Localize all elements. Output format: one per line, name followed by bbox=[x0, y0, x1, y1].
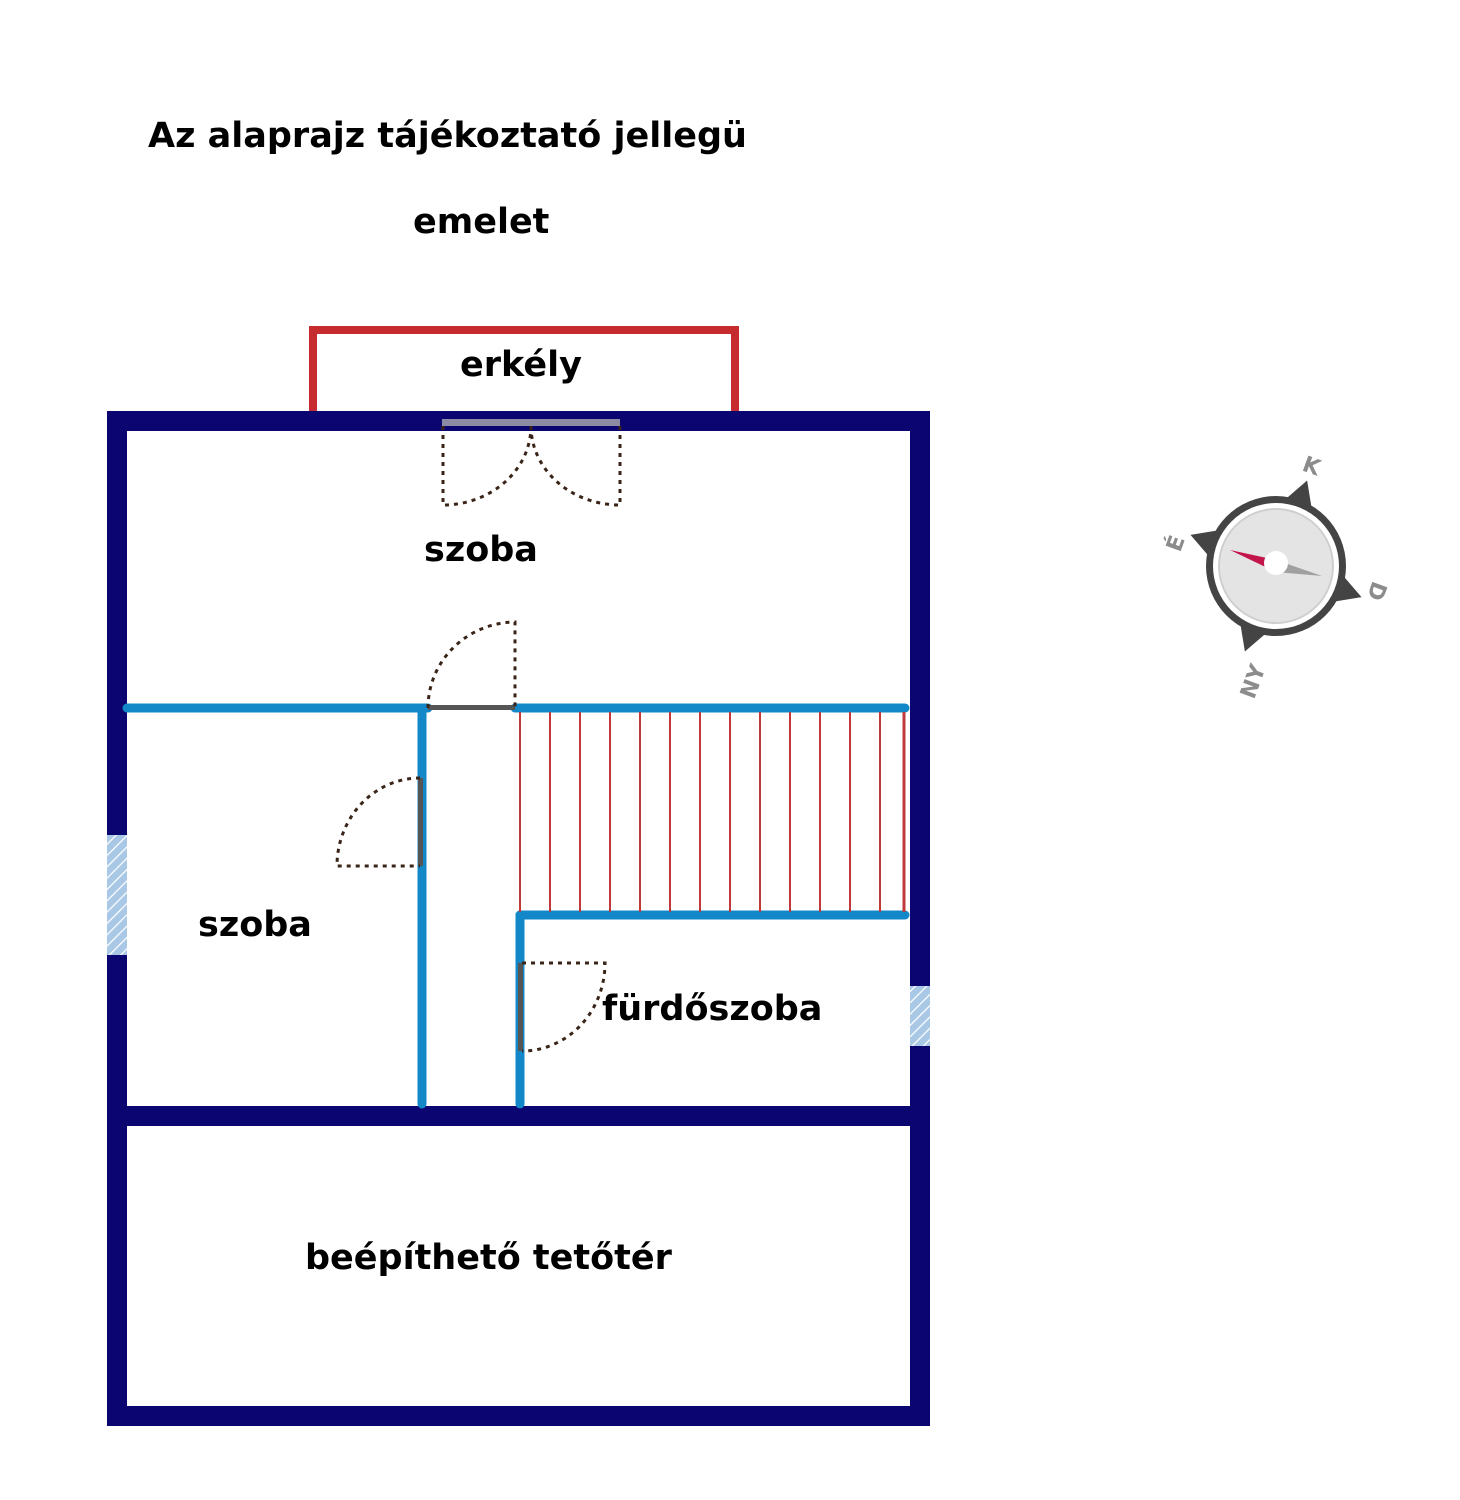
outer-wall-bottom bbox=[107, 1406, 930, 1426]
compass-pointer-k bbox=[1285, 480, 1312, 509]
room-label-bathroom: fürdőszoba bbox=[602, 989, 822, 1029]
room-label-attic: beépíthető tetőtér bbox=[305, 1238, 673, 1278]
page-title: Az alaprajz tájékoztató jellegü bbox=[148, 116, 747, 156]
compass-pointer-d bbox=[1333, 575, 1362, 602]
door-top-room bbox=[426, 620, 517, 710]
window-right bbox=[910, 986, 930, 1046]
compass-center bbox=[1264, 551, 1288, 575]
outer-wall-right bbox=[910, 411, 930, 1426]
balcony-railing bbox=[309, 326, 739, 412]
compass-needle-north bbox=[1230, 550, 1276, 572]
balcony-double-door bbox=[441, 419, 622, 507]
compass-label-k: K bbox=[1299, 452, 1324, 482]
attic-divider-wall bbox=[107, 1106, 930, 1126]
compass-pointer-e bbox=[1190, 530, 1219, 557]
compass-pointer-ny bbox=[1240, 623, 1267, 652]
floor-subtitle: emelet bbox=[413, 202, 549, 242]
inner-walls bbox=[122, 703, 910, 1109]
compass-label-e: É bbox=[1161, 532, 1191, 555]
room-label-left: szoba bbox=[198, 905, 312, 945]
compass: K D NY É bbox=[1161, 452, 1391, 702]
window-left bbox=[107, 835, 127, 955]
staircase bbox=[519, 712, 906, 912]
door-bathroom bbox=[518, 961, 607, 1053]
door-left-room bbox=[335, 776, 423, 868]
room-label-top: szoba bbox=[424, 530, 538, 570]
room-label-balcony: erkély bbox=[460, 345, 582, 385]
compass-label-ny: NY bbox=[1236, 660, 1272, 702]
compass-label-d: D bbox=[1361, 578, 1391, 604]
